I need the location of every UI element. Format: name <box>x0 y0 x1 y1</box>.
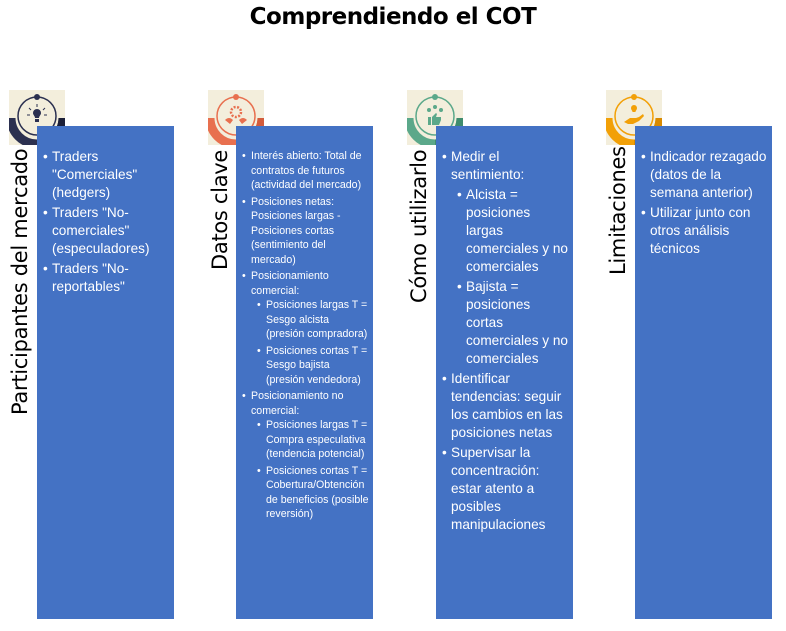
column-heading: Limitaciones <box>606 146 630 275</box>
content-box: Interés abierto: Total de contratos de f… <box>236 126 373 619</box>
list-item: Traders "No-reportables" <box>43 260 170 296</box>
sub-list-item: Bajista = posiciones cortas comerciales … <box>457 278 570 368</box>
sub-list-item: Alcista = posiciones largas comerciales … <box>457 186 570 276</box>
column-datos-clave: Datos clave Interés abierto: Total de co… <box>200 0 400 631</box>
column-como-utilizarlo: Cómo utilizarlo Medir el sentimiento: Al… <box>400 0 600 631</box>
sub-list-item: Posiciones cortas T = Cobertura/Obtenció… <box>257 464 370 522</box>
list-item: Posicionamiento no comercial: Posiciones… <box>242 389 370 522</box>
column-heading: Participantes del mercado <box>8 148 32 415</box>
content-box: Medir el sentimiento: Alcista = posicion… <box>436 126 573 619</box>
list-item: Identificar tendencias: seguir los cambi… <box>442 370 570 442</box>
list-item: Medir el sentimiento: Alcista = posicion… <box>442 148 570 368</box>
content-box: Indicador rezagado (datos de la semana a… <box>635 126 772 619</box>
list-item: Interés abierto: Total de contratos de f… <box>242 149 370 193</box>
sub-list-item: Posiciones cortas T = Sesgo bajista (pre… <box>257 344 370 388</box>
lightbulb-icon <box>9 90 65 145</box>
content-box: Traders "Comerciales" (hedgers) Traders … <box>37 126 174 619</box>
sub-list-item: Posiciones largas T = Sesgo alcista (pre… <box>257 298 370 342</box>
column-heading: Cómo utilizarlo <box>407 149 431 303</box>
sub-list-item: Posiciones largas T = Compra especulativ… <box>257 418 370 462</box>
list-item: Traders "Comerciales" (hedgers) <box>43 148 170 202</box>
column-limitaciones: Limitaciones Indicador rezagado (datos d… <box>600 0 786 631</box>
page-title: Comprendiendo el COT <box>249 4 537 30</box>
list-item: Utilizar junto con otros análisis técnic… <box>641 204 769 258</box>
column-participantes: Participantes del mercado Traders "Comer… <box>0 0 200 631</box>
list-item: Posiciones netas: Posiciones largas - Po… <box>242 195 370 268</box>
list-item: Traders "No-comerciales" (especuladores) <box>43 204 170 258</box>
list-item: Posicionamiento comercial: Posiciones la… <box>242 269 370 387</box>
list-item: Indicador rezagado (datos de la semana a… <box>641 148 769 202</box>
list-item: Supervisar la concentración: estar atent… <box>442 444 570 534</box>
